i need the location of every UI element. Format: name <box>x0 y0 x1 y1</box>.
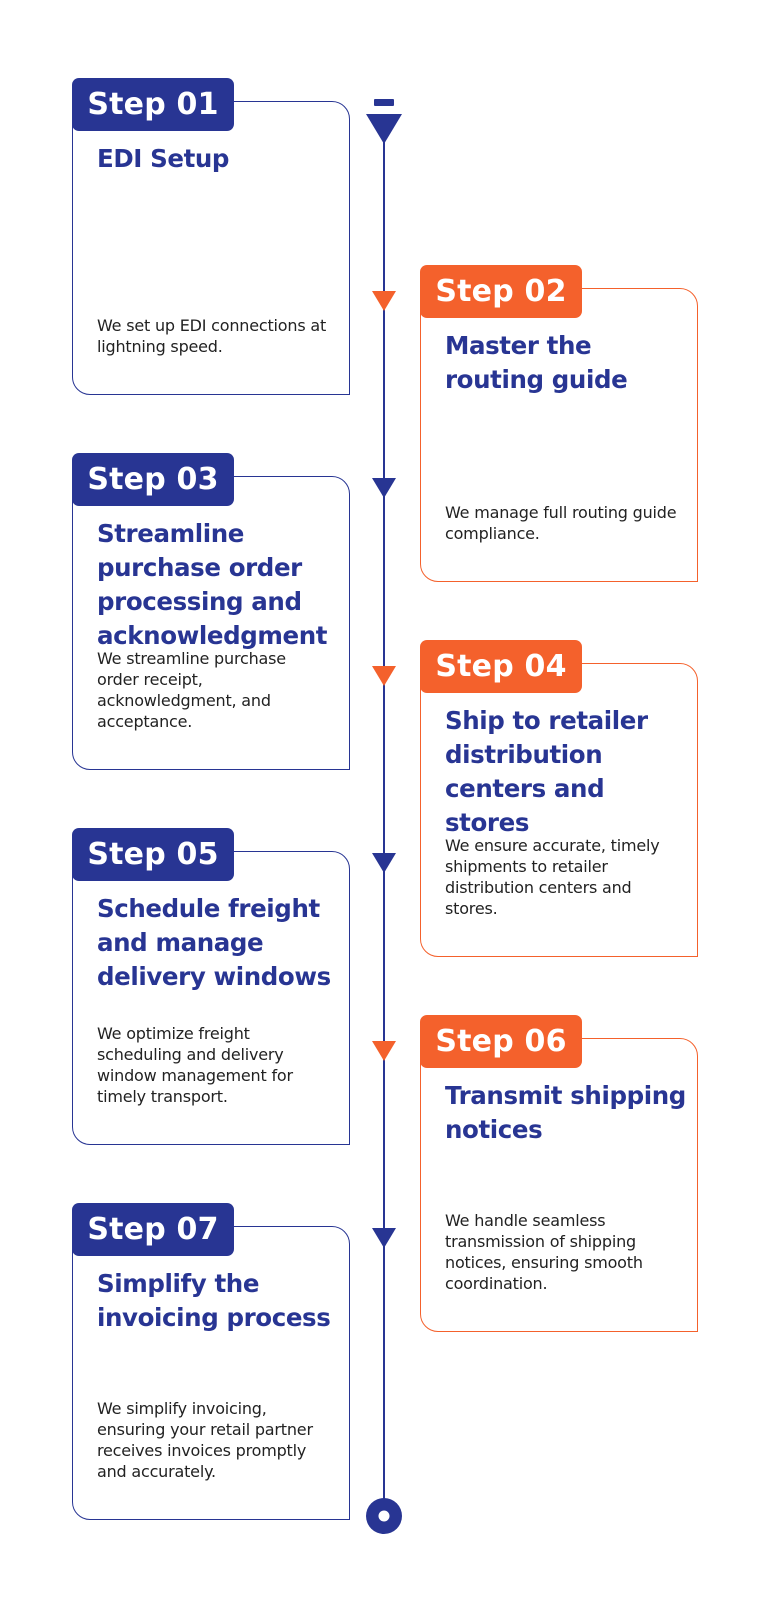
step-description: We optimize freight scheduling and deliv… <box>97 1024 293 1106</box>
step-title: Transmit shipping notices <box>445 1081 686 1144</box>
step-card-02: Step 02 Master the routing guide We mana… <box>420 265 698 582</box>
step-description: We handle seamless transmission of shipp… <box>445 1211 643 1293</box>
step-title: EDI Setup <box>97 144 230 173</box>
step-description: We set up EDI connections at lightning s… <box>97 316 327 356</box>
step-description: We ensure accurate, timely shipments to … <box>445 836 660 918</box>
step-description: We streamline purchase order receipt, ac… <box>97 649 286 731</box>
arrow-down-icon <box>372 853 396 873</box>
step-badge: Step 07 <box>72 1203 234 1256</box>
step-title: Ship to retailer distribution centers an… <box>445 706 648 837</box>
step-badge: Step 02 <box>420 265 582 318</box>
step-title: Streamline purchase order processing and… <box>97 519 328 650</box>
arrow-down-icon <box>372 1041 396 1061</box>
step-card-03: Step 03 Streamline purchase order proces… <box>72 453 350 770</box>
step-title: Simplify the invoicing process <box>97 1269 331 1332</box>
arrow-down-icon <box>366 114 402 144</box>
arrow-down-icon <box>372 291 396 311</box>
step-badge: Step 06 <box>420 1015 582 1068</box>
step-title: Schedule freight and manage delivery win… <box>97 894 331 991</box>
arrow-down-icon <box>372 478 396 498</box>
arrow-down-icon <box>372 1228 396 1248</box>
step-badge: Step 03 <box>72 453 234 506</box>
step-card-05: Step 05 Schedule freight and manage deli… <box>72 828 350 1145</box>
step-card-07: Step 07 Simplify the invoicing process W… <box>72 1203 350 1520</box>
step-title: Master the routing guide <box>445 331 628 394</box>
step-card-01: Step 01 EDI Setup We set up EDI connecti… <box>72 78 350 395</box>
step-badge: Step 05 <box>72 828 234 881</box>
arrow-down-icon <box>372 666 396 686</box>
step-badge: Step 04 <box>420 640 582 693</box>
start-cap-icon <box>374 99 394 106</box>
step-description: We simplify invoicing, ensuring your ret… <box>97 1399 313 1481</box>
circle-end-dot <box>378 1510 390 1522</box>
step-description: We manage full routing guide compliance. <box>445 503 677 543</box>
step-badge: Step 01 <box>72 78 234 131</box>
step-card-04: Step 04 Ship to retailer distribution ce… <box>420 640 698 957</box>
step-card-06: Step 06 Transmit shipping notices We han… <box>420 1015 698 1332</box>
